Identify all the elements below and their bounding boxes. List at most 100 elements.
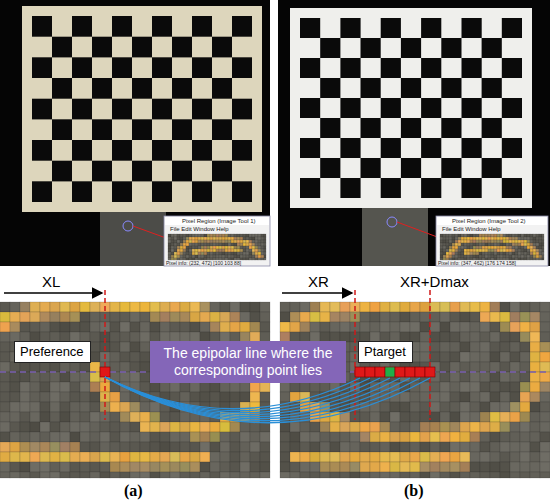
board-square	[401, 118, 421, 138]
pixel-cell	[320, 442, 330, 452]
pixel-cell	[255, 243, 258, 246]
pixel-cell	[300, 302, 310, 312]
pixel-cell	[210, 243, 213, 246]
pixel-cell	[180, 302, 190, 312]
pixel-cell	[237, 246, 240, 249]
pixel-cell	[410, 322, 420, 332]
pixel-cell	[430, 412, 440, 422]
pixel-cell	[222, 237, 225, 240]
pixel-cell	[240, 472, 250, 478]
pixel-cell	[177, 255, 180, 258]
pixel-cell	[430, 302, 440, 312]
pixel-cell	[490, 422, 500, 432]
board-square	[421, 178, 441, 198]
pixel-cell	[461, 252, 464, 255]
pixel-cell	[520, 442, 530, 452]
pixel-cell	[198, 255, 201, 258]
panel-label: (a)	[124, 482, 143, 500]
pixel-cell	[520, 342, 530, 352]
pixel-cell	[521, 249, 524, 252]
pixel-cell	[10, 452, 20, 462]
inset-image	[168, 234, 266, 260]
pixel-cell	[192, 234, 195, 237]
pixel-cell	[518, 234, 521, 237]
pixel-cell	[222, 240, 225, 243]
pixel-cell	[503, 258, 506, 260]
pixel-cell	[340, 472, 350, 478]
board-square	[462, 18, 482, 38]
pixel-cell	[430, 432, 440, 442]
pixel-cell	[510, 322, 520, 332]
pixel-cell	[220, 452, 230, 462]
pixel-cell	[140, 462, 150, 472]
pixel-cell	[440, 362, 450, 372]
pixel-cell	[260, 392, 270, 402]
pixel-cell	[536, 249, 539, 252]
pixel-cell	[264, 243, 266, 246]
pixel-cell	[198, 249, 201, 252]
menu-bar: File Edit Window Help	[442, 226, 501, 233]
pixel-cell	[380, 432, 390, 442]
window-title: Pixel Region (Image Tool 2)	[452, 218, 526, 225]
board-square	[92, 78, 112, 99]
pixel-cell	[280, 422, 290, 432]
pixel-cell	[90, 442, 100, 452]
pixel-cell	[530, 402, 540, 412]
pixel-cell	[330, 472, 340, 478]
pixel-cell	[524, 252, 527, 255]
calibration-board	[22, 6, 262, 212]
board-square	[462, 138, 482, 158]
pixel-cell	[490, 342, 500, 352]
pixel-cell	[90, 312, 100, 322]
pixel-cell	[380, 412, 390, 422]
pixel-cell	[450, 442, 460, 452]
board-square	[192, 57, 212, 78]
board-square	[232, 16, 252, 37]
pixel-cell	[198, 246, 201, 249]
pixel-cell	[443, 237, 446, 240]
board-square	[340, 58, 360, 78]
pixel-cell	[480, 382, 490, 392]
pixel-cell	[237, 243, 240, 246]
pixel-cell	[452, 255, 455, 258]
pixel-cell	[440, 352, 450, 362]
pixel-cell	[440, 472, 450, 478]
pixel-cell	[450, 362, 460, 372]
pixel-cell	[524, 237, 527, 240]
board-square	[72, 16, 92, 37]
pixel-cell	[497, 258, 500, 260]
pixel-cell	[70, 312, 80, 322]
pixel-cell	[390, 462, 400, 472]
pixel-cell	[440, 332, 450, 342]
pixel-cell	[200, 322, 210, 332]
pixel-cell	[479, 252, 482, 255]
pixel-cell	[500, 243, 503, 246]
pixel-cell	[500, 302, 510, 312]
pixel-cell	[150, 312, 160, 322]
pixel-cell	[160, 412, 170, 422]
pixel-cell	[350, 422, 360, 432]
pixel-cell	[210, 312, 220, 322]
pixel-cell	[20, 442, 30, 452]
pixel-cell	[488, 252, 491, 255]
pixel-cell	[80, 472, 90, 478]
pixel-cell	[461, 243, 464, 246]
pixel-cell	[300, 462, 310, 472]
pixel-cell	[520, 472, 530, 478]
pixel-cell	[480, 462, 490, 472]
pixel-cell	[10, 412, 20, 422]
pixel-cell	[515, 243, 518, 246]
pixel-cell	[204, 243, 207, 246]
pixel-cell	[479, 240, 482, 243]
board-square	[462, 58, 482, 78]
pixel-cell	[186, 249, 189, 252]
pixel-cell	[110, 462, 120, 472]
pixel-cell	[449, 237, 452, 240]
pixel-cell	[216, 237, 219, 240]
pixel-cell	[530, 249, 533, 252]
pixel-cell	[207, 243, 210, 246]
pixel-cell	[480, 352, 490, 362]
photo-left	[0, 0, 270, 266]
pixel-cell	[201, 240, 204, 243]
